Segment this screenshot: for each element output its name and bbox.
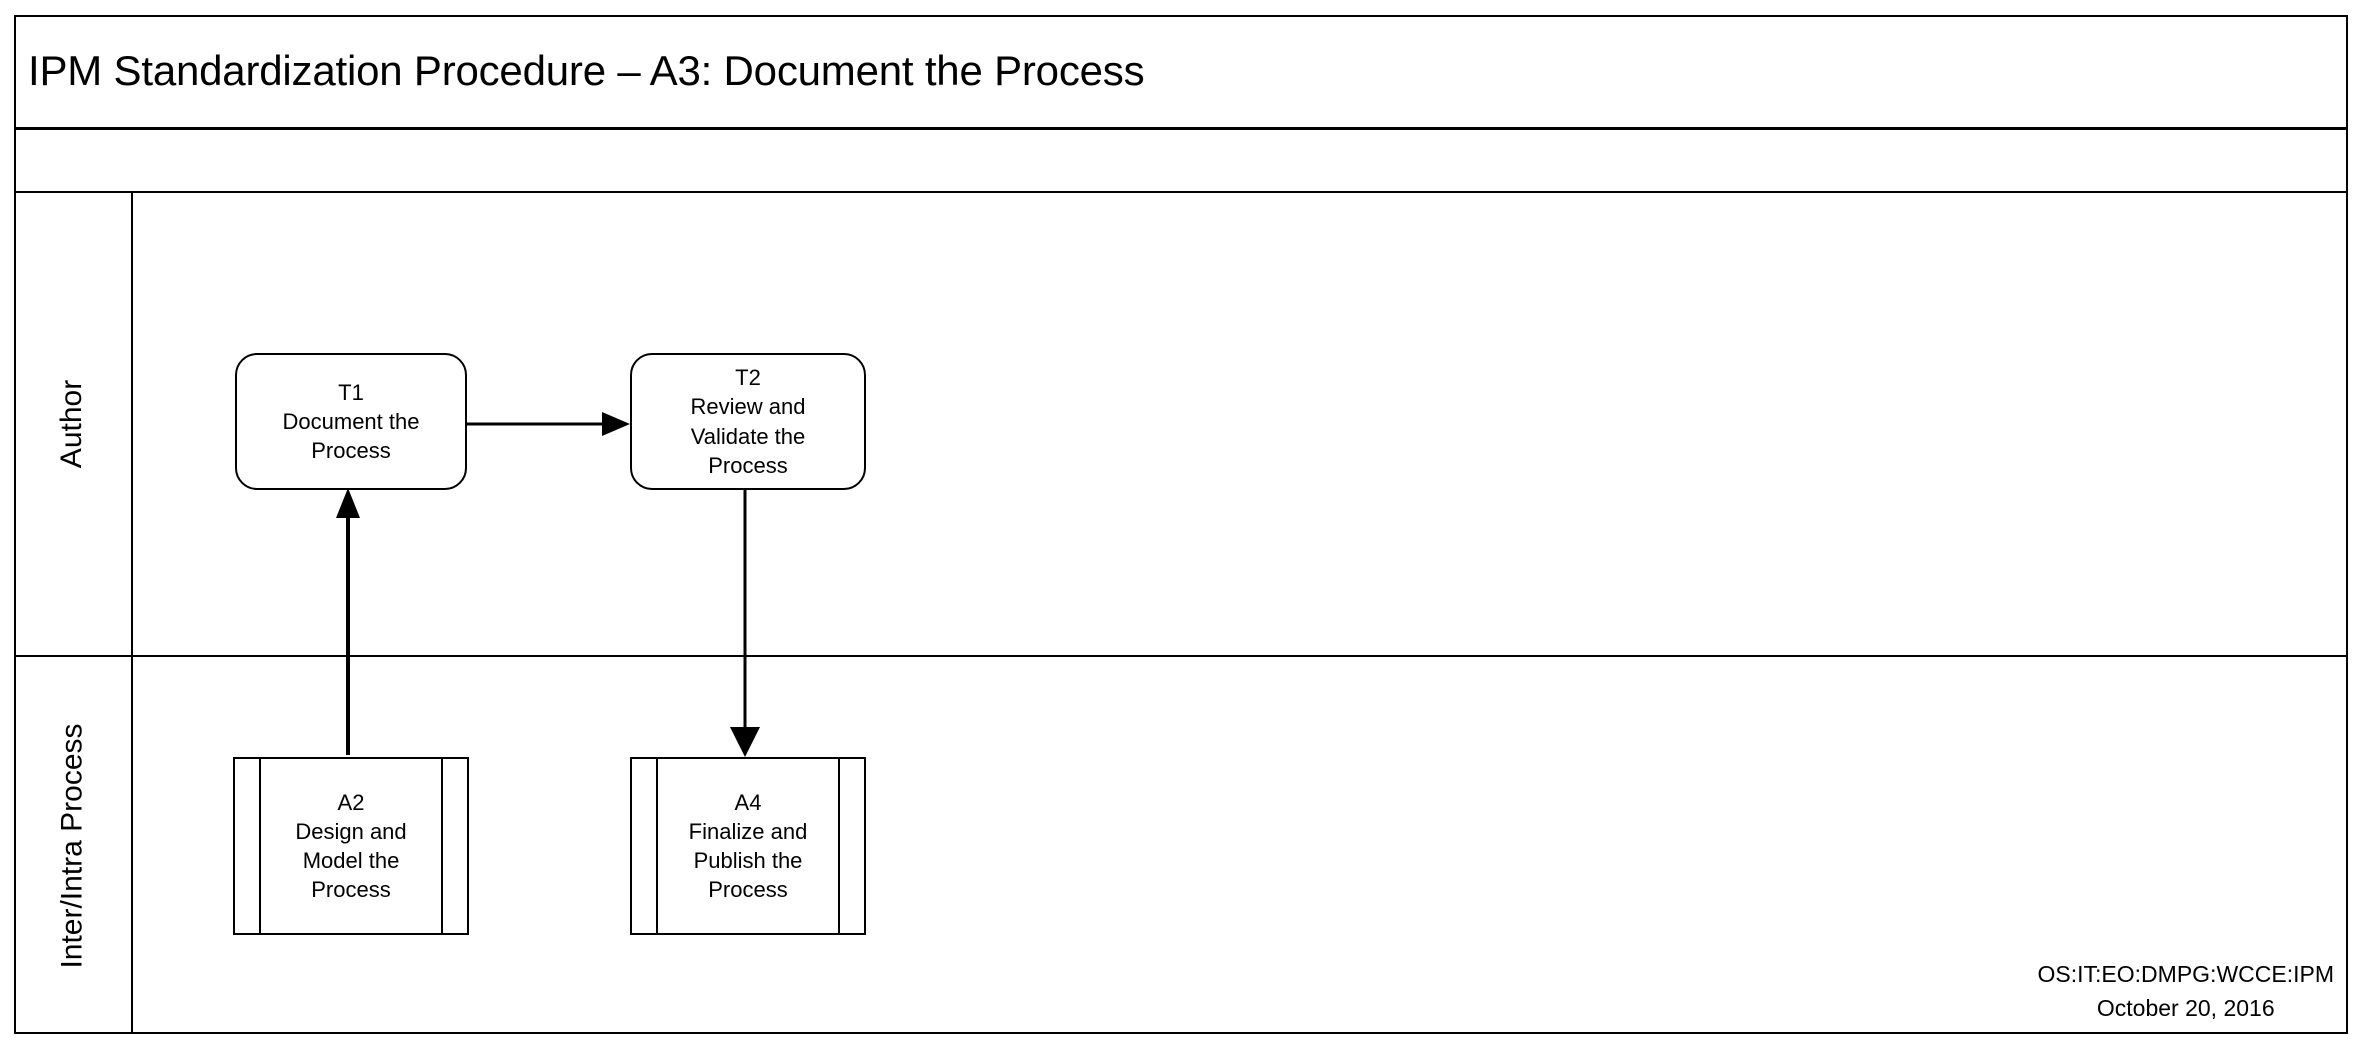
subprocess-node-a2-left-bar [259,759,261,933]
swimlane-author: Author [14,193,2348,657]
footer: OS:IT:EO:DMPG:WCCE:IPM October 20, 2016 [2038,958,2334,1025]
subheader-band [14,130,2348,193]
footer-org: OS:IT:EO:DMPG:WCCE:IPM [2037,961,2334,988]
subprocess-node-a4-left-bar [656,759,658,933]
connector-t2-to-a4 [730,490,760,757]
subprocess-node-a4-right-bar [838,759,840,933]
diagram-outer-frame [14,15,2348,1034]
connector-a2-to-t1 [336,488,360,755]
title-band: IPM Standardization Procedure – A3: Docu… [14,15,2348,130]
subprocess-node-a2-right-bar [441,759,443,933]
connector-t1-to-t2 [466,412,630,436]
footer-date: October 20, 2016 [2096,994,2275,1021]
lane-label-column-divider [131,193,133,1034]
page-title: IPM Standardization Procedure – A3: Docu… [28,46,1145,94]
